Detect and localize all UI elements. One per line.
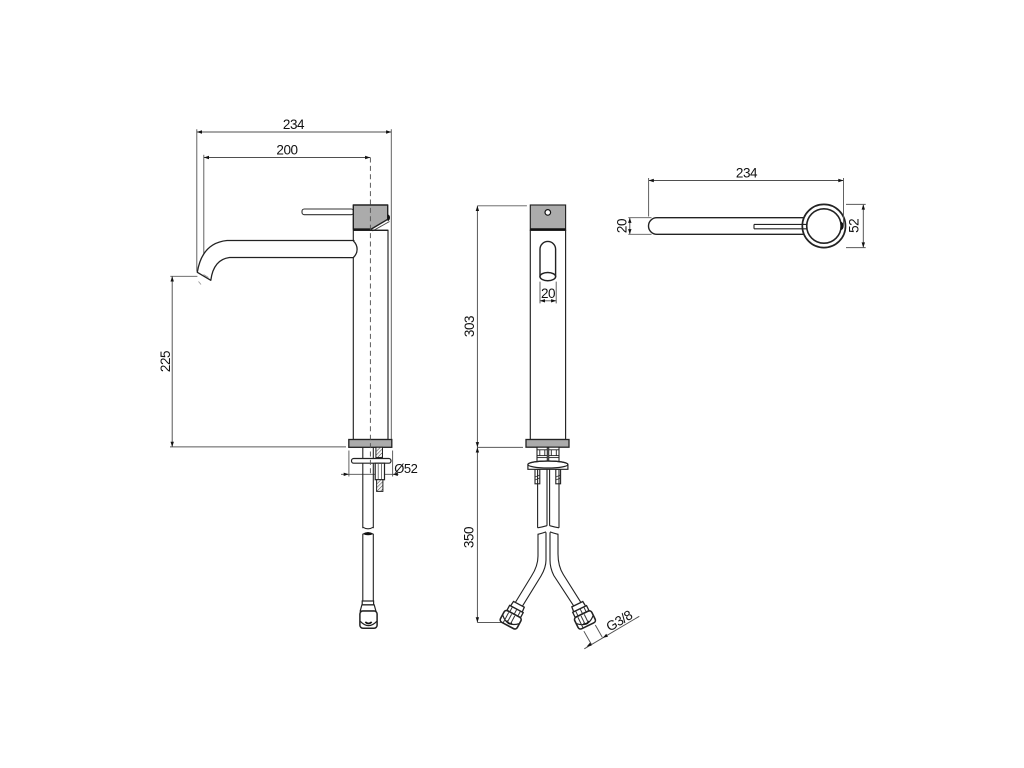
svg-text:20: 20	[541, 286, 555, 301]
svg-text:234: 234	[736, 166, 758, 181]
svg-text:20: 20	[614, 219, 629, 233]
svg-text:303: 303	[462, 316, 477, 337]
svg-text:350: 350	[462, 527, 477, 548]
svg-text:Ø52: Ø52	[394, 461, 417, 476]
svg-text:52: 52	[847, 219, 862, 233]
svg-text:200: 200	[276, 143, 297, 158]
svg-text:G3/8: G3/8	[604, 607, 635, 634]
svg-text:225: 225	[158, 351, 173, 372]
svg-text:234: 234	[283, 117, 305, 132]
